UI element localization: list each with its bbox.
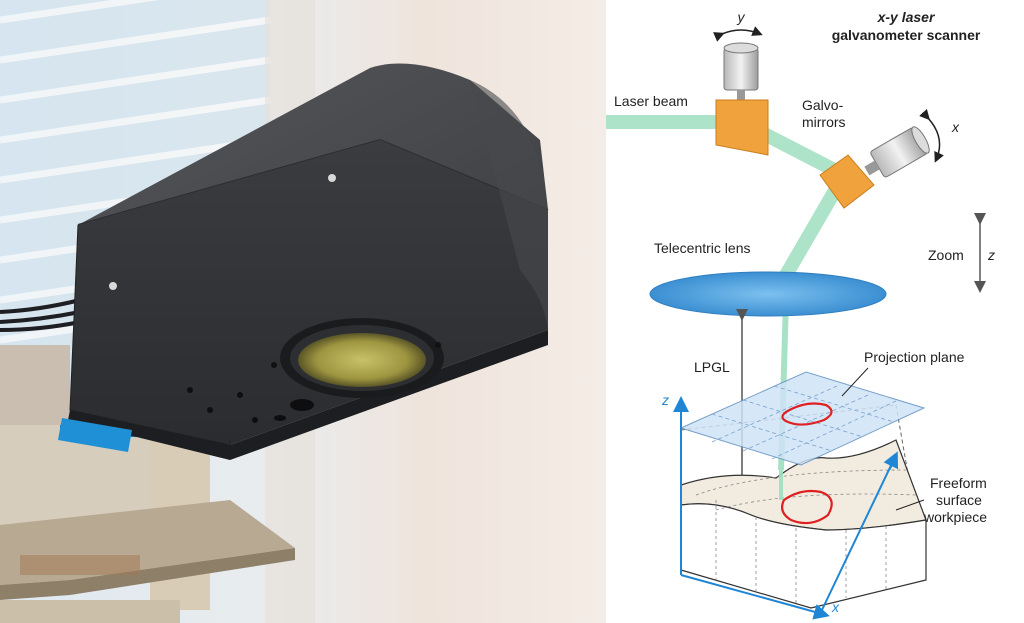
laser-beam-label: Laser beam bbox=[614, 93, 688, 109]
scanner-lens bbox=[271, 318, 444, 398]
galvo-scanner-diagram: x-y laser galvanometer scanner y x Laser… bbox=[606, 0, 1024, 623]
x-rotation-arrow bbox=[919, 108, 944, 163]
diagram-title-line2: galvanometer scanner bbox=[832, 27, 981, 43]
y-rotation-arrow bbox=[713, 26, 763, 42]
y-galvo-motor bbox=[723, 42, 759, 102]
mount-holes bbox=[187, 387, 314, 423]
projection-contour bbox=[781, 402, 833, 426]
scanner-photo bbox=[0, 0, 606, 623]
telecentric-lens bbox=[649, 271, 887, 317]
axis-x-label: x bbox=[831, 599, 840, 615]
freeform-leader bbox=[895, 499, 925, 511]
freeform-label-2: surface bbox=[936, 492, 982, 508]
zoom-label: Zoom bbox=[928, 247, 964, 263]
galvo-mirrors-label-1: Galvo- bbox=[802, 97, 844, 113]
x-galvo-mirror bbox=[819, 154, 875, 209]
blue-tape bbox=[58, 418, 132, 452]
diagram-title-line1: x-y laser bbox=[877, 9, 936, 25]
projection-plane-leader bbox=[841, 367, 869, 397]
zoom-z-label: z bbox=[987, 247, 995, 263]
x-axis-motor-label: x bbox=[951, 119, 960, 135]
axis-y-label: y bbox=[887, 455, 896, 471]
axis-z-label: z bbox=[661, 392, 669, 408]
freeform-label-3: workpiece bbox=[923, 509, 987, 525]
freeform-label-1: Freeform bbox=[930, 475, 987, 491]
surface-grid bbox=[695, 469, 917, 603]
galvo-mirrors-label-2: mirrors bbox=[802, 114, 846, 130]
mount-stand bbox=[0, 345, 295, 623]
x-axis bbox=[680, 574, 830, 620]
y-axis bbox=[820, 451, 899, 613]
lpgl-label: LPGL bbox=[694, 359, 730, 375]
telecentric-lens-label: Telecentric lens bbox=[654, 240, 751, 256]
projection-plane bbox=[679, 371, 926, 466]
x-galvo-motor bbox=[864, 126, 930, 178]
y-axis-label: y bbox=[737, 9, 746, 25]
laser-beam-path bbox=[606, 115, 851, 279]
projection-plane-label: Projection plane bbox=[864, 349, 965, 365]
projection-grid bbox=[711, 385, 897, 460]
surface-contour bbox=[781, 489, 833, 525]
cables bbox=[0, 298, 81, 332]
surface-front-face bbox=[680, 503, 927, 609]
y-galvo-mirror bbox=[715, 99, 769, 156]
